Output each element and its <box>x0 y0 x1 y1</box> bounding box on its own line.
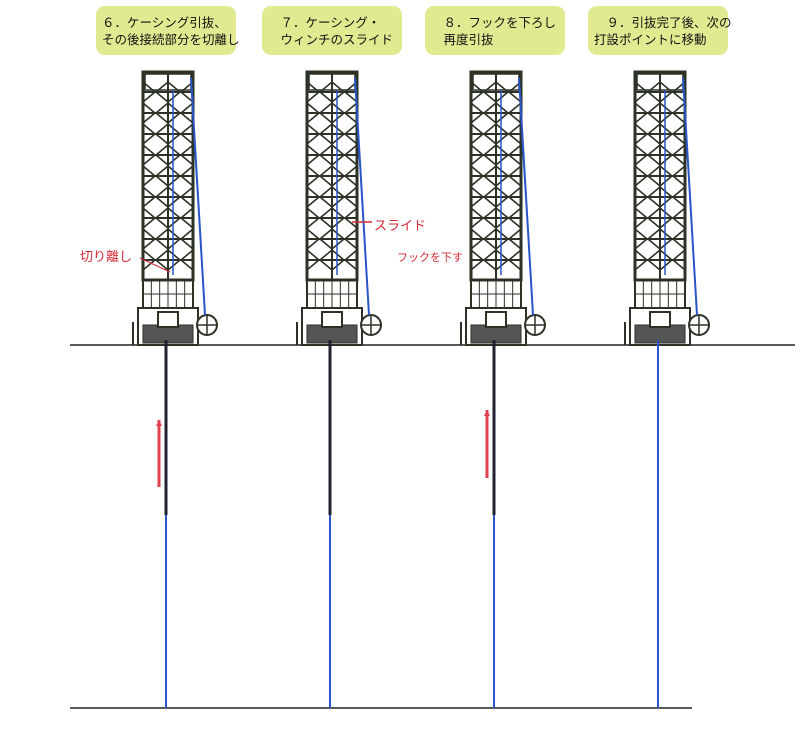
tower-bracing <box>634 81 686 103</box>
winch-wire <box>354 77 370 316</box>
tower-bracing <box>470 186 522 208</box>
tower-bracing <box>306 102 358 124</box>
step-text: ８．フックを下ろし <box>431 15 557 30</box>
tower-bracing <box>306 81 358 103</box>
tower-bracing <box>142 102 194 124</box>
tower-bracing <box>634 165 686 187</box>
tower-bracing <box>634 144 686 166</box>
tower-bracing <box>306 144 358 166</box>
tower-bracing <box>142 165 194 187</box>
tower-bracing <box>306 249 358 271</box>
rig-chuck <box>485 311 507 328</box>
step-text: その後接続部分を切離し <box>102 32 240 47</box>
step-9-label: ９．引抜完了後、次の打設ポイントに移動 <box>588 6 732 55</box>
step-6-label: ６．ケーシング引抜、その後接続部分を切離し <box>96 6 240 55</box>
winch-spokes <box>361 315 381 335</box>
tower-bracing <box>470 207 522 229</box>
hook-annotation: フックを下す <box>397 251 463 264</box>
step-text: ７．ケーシング・ <box>268 15 381 30</box>
slide-annotation: スライド <box>374 219 427 234</box>
winch-spokes <box>197 315 217 335</box>
tower-bracing <box>470 144 522 166</box>
step-text: ９．引抜完了後、次の <box>594 15 732 30</box>
tower-bracing <box>142 207 194 229</box>
tower-bracing <box>306 207 358 229</box>
tower-bracing <box>142 144 194 166</box>
winch-spokes <box>525 315 545 335</box>
tower-bracing <box>634 186 686 208</box>
tower-bracing <box>306 228 358 250</box>
step-text: ウィンチのスライド <box>268 32 394 47</box>
rig-base <box>137 307 199 346</box>
cut-annotation: 切り離し <box>80 250 133 265</box>
tower-bracing <box>634 228 686 250</box>
rig-chuck <box>649 311 671 328</box>
rig-chuck <box>321 311 343 328</box>
step-7-label: ７．ケーシング・ ウィンチのスライド <box>262 6 402 55</box>
tower-bracing <box>142 123 194 145</box>
tower-bracing <box>470 165 522 187</box>
step-8-label: ８．フックを下ろし 再度引抜 <box>425 6 565 55</box>
tower-bracing <box>306 123 358 145</box>
rig-base <box>301 307 363 346</box>
tower-bracing <box>634 249 686 271</box>
tower-bracing <box>470 81 522 103</box>
rig-base <box>629 307 691 346</box>
winch-spokes <box>689 315 709 335</box>
arrow-head-icon <box>156 420 162 426</box>
tower-bracing <box>142 81 194 103</box>
tower-bracing <box>634 123 686 145</box>
arrow-head-icon <box>484 410 490 416</box>
tower-bracing <box>306 186 358 208</box>
tower-bracing <box>142 186 194 208</box>
step-text: 再度引抜 <box>431 32 494 47</box>
tower-bracing <box>142 249 194 271</box>
tower-bracing <box>470 123 522 145</box>
tower-bracing <box>634 207 686 229</box>
winch-wire <box>682 77 698 316</box>
step-text: 打設ポイントに移動 <box>594 32 707 47</box>
rig-chuck <box>157 311 179 328</box>
cut-leader <box>139 257 171 273</box>
tower-bracing <box>306 165 358 187</box>
tower-bracing <box>470 228 522 250</box>
tower-bracing <box>470 102 522 124</box>
step-text: ６．ケーシング引抜、 <box>102 15 227 30</box>
winch-wire <box>518 77 534 316</box>
tower-bracing <box>142 228 194 250</box>
tower-bracing <box>634 102 686 124</box>
winch-wire <box>190 77 206 316</box>
tower-bracing <box>470 249 522 271</box>
rig-base <box>465 307 527 346</box>
